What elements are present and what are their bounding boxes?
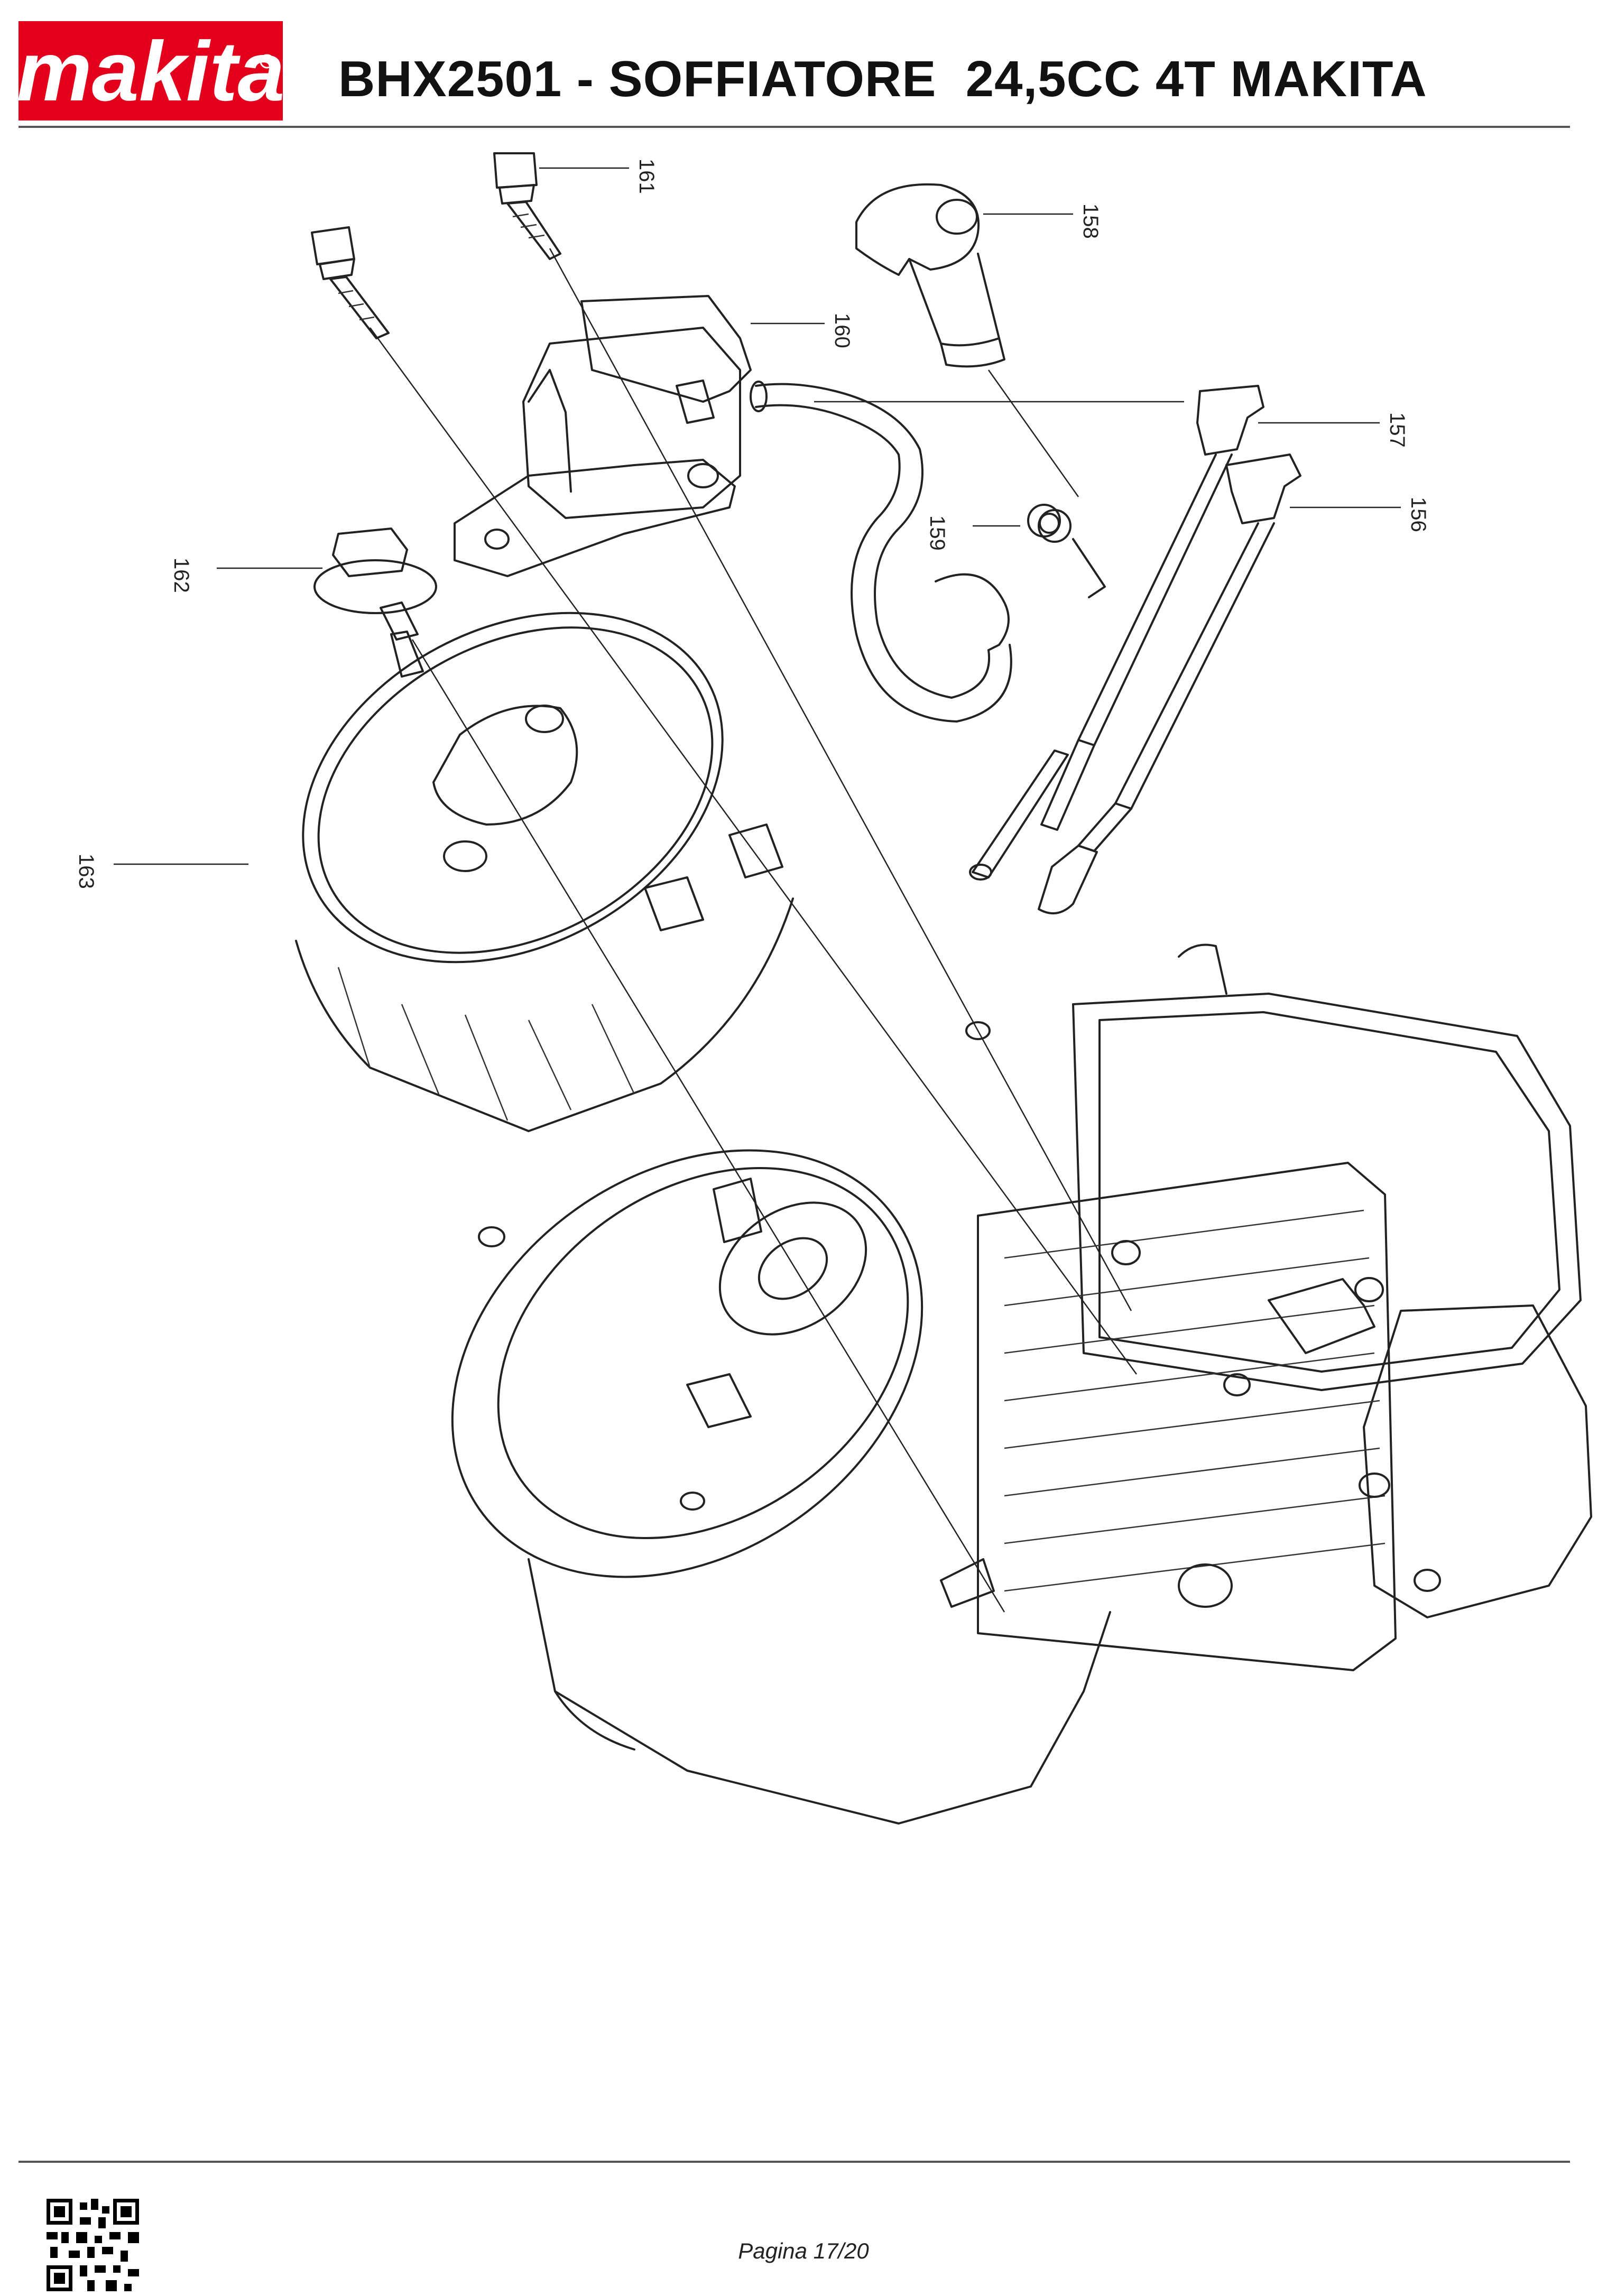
engine-block: [451, 943, 1592, 1825]
terminal-lead-157: [969, 385, 1264, 881]
callout-156: 156: [1407, 497, 1430, 532]
exploded-parts-diagram: 161 158 160 157 156 159 162 163: [75, 152, 1592, 1825]
makita-logo: makita: [19, 21, 283, 121]
callout-159: 159: [926, 515, 949, 551]
spring-159: [1027, 504, 1106, 598]
ht-cable: [750, 381, 1012, 723]
callout-163: 163: [75, 854, 98, 889]
spark-plug-cap-158: [855, 183, 1005, 368]
callout-161: 161: [635, 159, 658, 194]
footer-divider: [19, 2161, 1570, 2163]
cylinder-fins: [977, 1162, 1397, 1671]
alignment-lines: [369, 248, 1138, 1613]
ignition-coil-160: [454, 295, 752, 577]
page-number: Pagina 17/20: [738, 2238, 869, 2263]
callout-160: 160: [830, 313, 854, 348]
callout-leaders: [114, 167, 1401, 865]
part-callouts: 161 158 160 157 156 159 162 163: [75, 159, 1430, 889]
callout-162: 162: [170, 558, 193, 593]
terminal-lead-156: [1038, 453, 1301, 914]
callout-157: 157: [1386, 412, 1409, 448]
page-title: BHX2501 - SOFFIATORE 24,5CC 4T MAKITA: [338, 51, 1427, 107]
svg-text:makita: makita: [19, 24, 283, 118]
header-divider: [19, 126, 1570, 128]
flange-bolt-162: [313, 527, 437, 678]
flywheel-163: [295, 612, 794, 1132]
screw-long: [311, 226, 390, 339]
screw-161: [493, 152, 561, 260]
qr-code-icon: [47, 2199, 139, 2291]
callout-158: 158: [1079, 203, 1102, 239]
